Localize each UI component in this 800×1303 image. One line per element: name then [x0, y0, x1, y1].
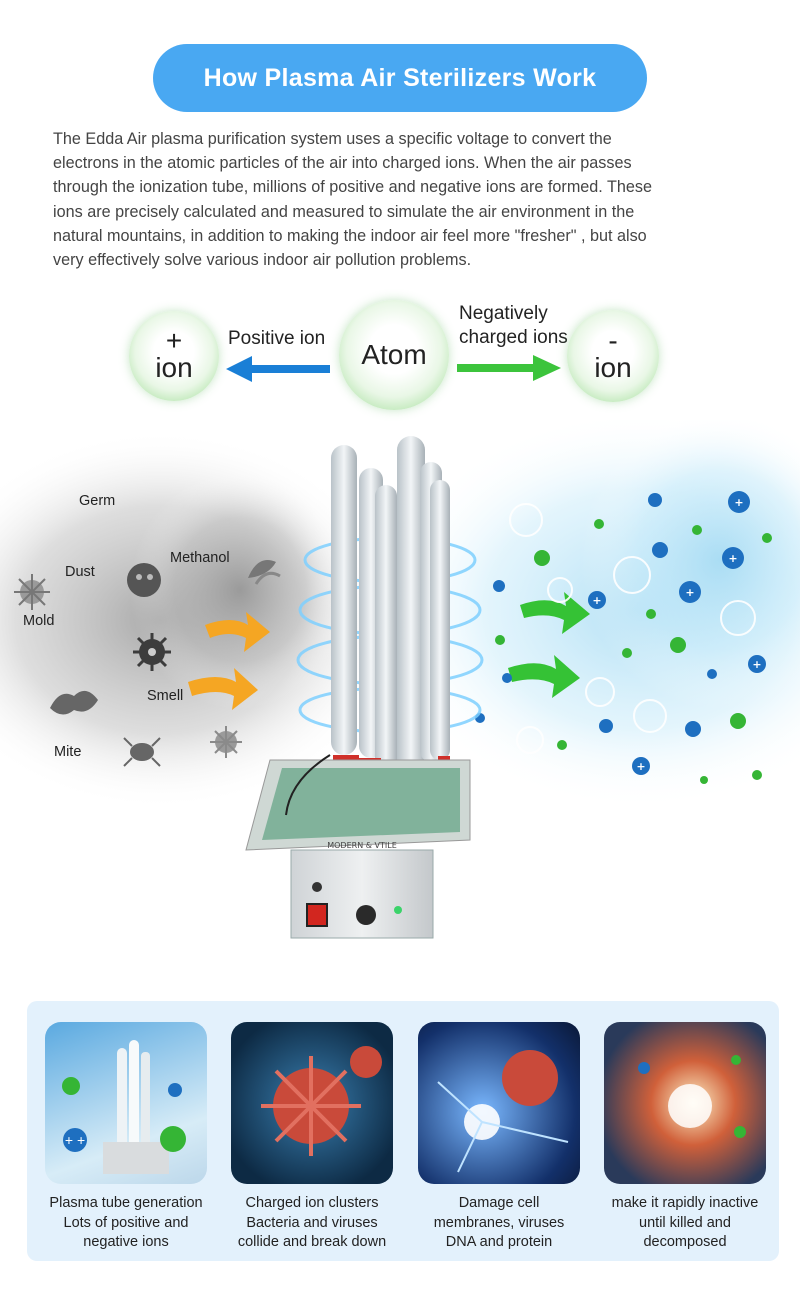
svg-text:+: + [734, 496, 743, 509]
intro-line: very effectively solve various indoor ai… [53, 251, 472, 270]
sterilizer-scene: + + + + + + [0, 420, 800, 980]
dust-label: Dust [65, 564, 95, 580]
svg-text:+ +: + + [65, 1132, 85, 1148]
left-arrow-icon [226, 356, 330, 382]
intro-paragraph: The Edda Air plasma purification system … [53, 127, 753, 272]
positive-ion-word: ion [155, 352, 193, 383]
step-image-ion-clusters [231, 1022, 393, 1184]
step-caption-line: Plasma tube generation [49, 1195, 203, 1211]
dust-icon [127, 563, 161, 597]
minus-sign: - [608, 325, 618, 356]
germ-label: Germ [79, 493, 116, 509]
virus-icon [210, 726, 242, 758]
virus-red-icon [261, 1046, 382, 1156]
positive-ion-icon: + + + + + + [475, 491, 766, 775]
negative-ion-icon [495, 519, 772, 784]
plasma-sterilizer-device: MODERN & VTILE [245, 436, 484, 939]
negative-ion-label-line: charged ions [459, 327, 568, 348]
negative-ion-word: ion [594, 352, 632, 383]
power-switch-icon [306, 903, 328, 927]
scene-illustration: + + + + + + [0, 420, 800, 939]
step-caption: Charged ion clusters Bacteria and viruse… [222, 1194, 402, 1253]
step-caption-line: membranes, viruses [433, 1214, 565, 1231]
energy-burst-icon [437, 1050, 569, 1173]
step-caption-line: until killed and [639, 1214, 731, 1231]
step-caption-line: negative ions [83, 1234, 169, 1250]
germ-icon [133, 633, 171, 671]
step-caption-line: Bacteria and viruses [246, 1214, 378, 1231]
smell-label: Smell [147, 688, 184, 704]
outflow-arrow-icon [508, 592, 590, 698]
explosion-icon [638, 1055, 746, 1138]
step-caption-line: collide and break down [237, 1234, 387, 1250]
plus-sign: + [165, 325, 183, 356]
methanol-label: Methanol [170, 550, 230, 566]
negative-ion-bubble: - ion [567, 310, 659, 402]
air-bubble-icon [509, 503, 756, 754]
step-caption: Damage cell membranes, viruses DNA and p… [409, 1194, 589, 1253]
indicator-light-icon [312, 882, 322, 892]
inflow-arrow-icon [188, 612, 270, 710]
svg-text:+: + [592, 594, 601, 607]
positive-ion-label: Positive ion [228, 328, 326, 349]
right-arrow-icon [457, 355, 561, 381]
atom-word: Atom [361, 339, 427, 370]
page-title: How Plasma Air Sterilizers Work [153, 44, 647, 112]
svg-text:+: + [752, 658, 761, 671]
intro-line: natural mountains, in addition to making… [53, 226, 647, 245]
negative-ion-label: Negatively charged ions [459, 302, 568, 350]
smell-icon [50, 690, 98, 715]
step-image-inactivation [604, 1022, 766, 1184]
mold-label: Mold [23, 613, 55, 629]
knob-icon [356, 905, 376, 925]
positive-ion-bubble: + ion [129, 311, 219, 401]
step-caption-line: DNA and protein [445, 1234, 553, 1250]
mite-icon [123, 737, 161, 767]
mite-label: Mite [54, 744, 82, 760]
mold-icon [14, 574, 50, 610]
step-caption-line: Lots of positive and [63, 1214, 189, 1231]
intro-line: electrons in the atomic particles of the… [53, 154, 632, 173]
step-caption-line: Damage cell [458, 1195, 540, 1211]
atom-bubble: Atom [339, 300, 449, 410]
negative-ion-label-line: Negatively [459, 303, 548, 324]
intro-line: The Edda Air plasma purification system … [53, 130, 612, 148]
device-thumbnail-icon: + + [62, 1040, 186, 1174]
step-caption-line: Charged ion clusters [245, 1195, 379, 1211]
step-caption-line: make it rapidly inactive [611, 1195, 759, 1211]
step-caption: make it rapidly inactive until killed an… [595, 1194, 775, 1253]
intro-line: through the ionization tube, millions of… [53, 178, 653, 197]
intro-line: ions are precisely calculated and measur… [53, 202, 635, 221]
svg-text:+: + [728, 552, 737, 565]
step-image-membrane-damage [418, 1022, 580, 1184]
device-panel-text: MODERN & VTILE [327, 841, 397, 850]
methanol-icon [248, 560, 281, 585]
step-image-plasma-tube: + + [45, 1022, 207, 1184]
svg-text:+: + [636, 760, 645, 773]
step-caption-line: decomposed [643, 1234, 727, 1250]
svg-text:+: + [685, 586, 694, 599]
step-caption: Plasma tube generation Lots of positive … [36, 1194, 216, 1253]
